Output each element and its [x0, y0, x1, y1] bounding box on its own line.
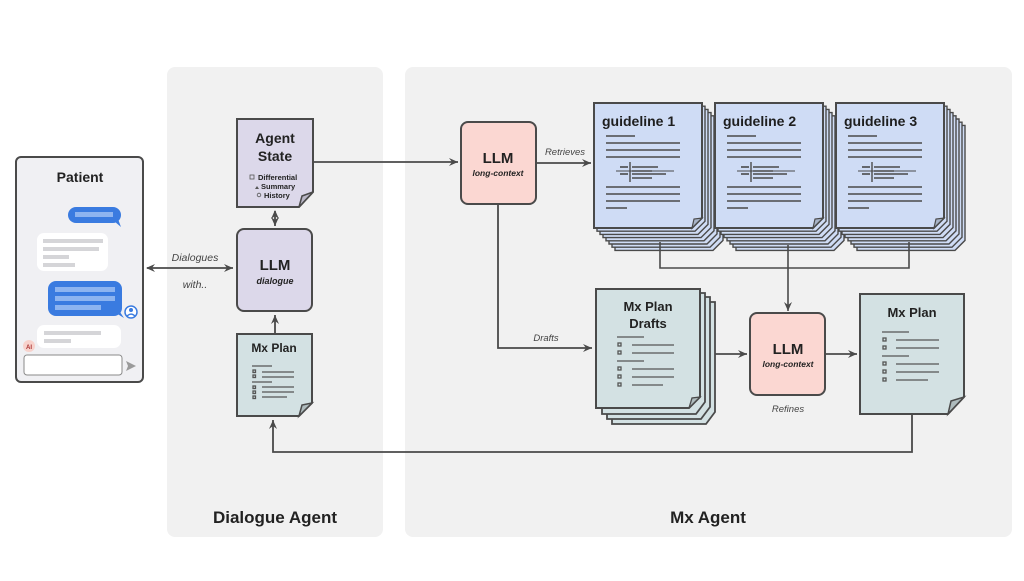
send-icon[interactable] [126, 361, 136, 371]
llm-refine-box: LLM long-context [749, 312, 826, 396]
user-avatar-icon [124, 305, 138, 319]
chat-bubble-user [48, 281, 124, 318]
mx-plan-final-document: Mx Plan [859, 293, 967, 417]
guideline-stack: guideline 1 [593, 102, 724, 252]
checklist-lines [882, 331, 939, 382]
llm-dialogue-subtitle: dialogue [256, 276, 293, 286]
patient-chat-window: Patient [15, 156, 144, 383]
page-fold [932, 217, 946, 230]
agent-state-document: Agent State Differential Summary History [236, 118, 314, 208]
agent-state-title-2: State [258, 148, 292, 164]
guideline-stack: guideline 3 [835, 102, 966, 252]
checklist-lines [617, 336, 674, 387]
drafts-title-2: Drafts [629, 316, 667, 331]
agent-state-title-1: Agent [255, 130, 295, 146]
agent-state-item: Summary [261, 182, 296, 191]
page-fold [690, 217, 704, 230]
guideline-stacks: guideline 1 guideline 2 guideline 3 [593, 102, 966, 252]
llm-retrieve-subtitle: long-context [473, 168, 525, 178]
square-icon [249, 174, 255, 180]
agent-state-item: History [264, 191, 291, 200]
ai-avatar-icon: AI [23, 340, 35, 352]
patient-title: Patient [57, 169, 104, 185]
mx-plan-final-title: Mx Plan [887, 305, 936, 320]
edge-label-with: with.. [183, 279, 208, 291]
llm-dialogue-title: LLM [260, 257, 291, 274]
edge-label-drafts: Drafts [533, 333, 559, 344]
feedback-arrow [269, 414, 913, 453]
chat-bubble-ai [37, 325, 121, 348]
llm-retrieve-title: LLM [483, 150, 514, 167]
edge-label-retrieves: Retrieves [545, 147, 585, 158]
chat-input[interactable] [23, 354, 123, 376]
mx-plan-drafts-stack: Mx Plan Drafts [595, 288, 716, 425]
drafts-arrow [497, 204, 592, 352]
llm-refine-title: LLM [773, 341, 804, 358]
mx-plan-left-document: Mx Plan [236, 333, 315, 419]
dialogue-agent-label: Dialogue Agent [213, 508, 337, 527]
llm-retrieve-box: LLM long-context [460, 121, 537, 205]
llm-dialogue-box: LLM dialogue [236, 228, 313, 312]
guideline-title: guideline 2 [723, 113, 796, 129]
llm-refine-subtitle: long-context [763, 359, 815, 369]
ai-badge-text: AI [26, 345, 32, 351]
checklist-lines [252, 365, 294, 400]
mx-plan-left-title: Mx Plan [251, 341, 296, 355]
circle-icon [256, 192, 262, 198]
triangle-icon [255, 186, 259, 189]
guideline-title: guideline 3 [844, 113, 917, 129]
guideline-stack: guideline 2 [714, 102, 845, 252]
edge-label-refines: Refines [772, 404, 804, 415]
chat-bubble-user [68, 207, 121, 227]
edge-label-dialogues: Dialogues [172, 252, 219, 264]
drafts-title-1: Mx Plan [623, 299, 672, 314]
chat-bubble-ai [37, 233, 108, 271]
mx-agent-label: Mx Agent [670, 508, 746, 527]
guidelines-merge-line [659, 242, 910, 269]
page-fold [811, 217, 825, 230]
agent-state-item: Differential [258, 173, 297, 182]
guideline-title: guideline 1 [602, 113, 675, 129]
